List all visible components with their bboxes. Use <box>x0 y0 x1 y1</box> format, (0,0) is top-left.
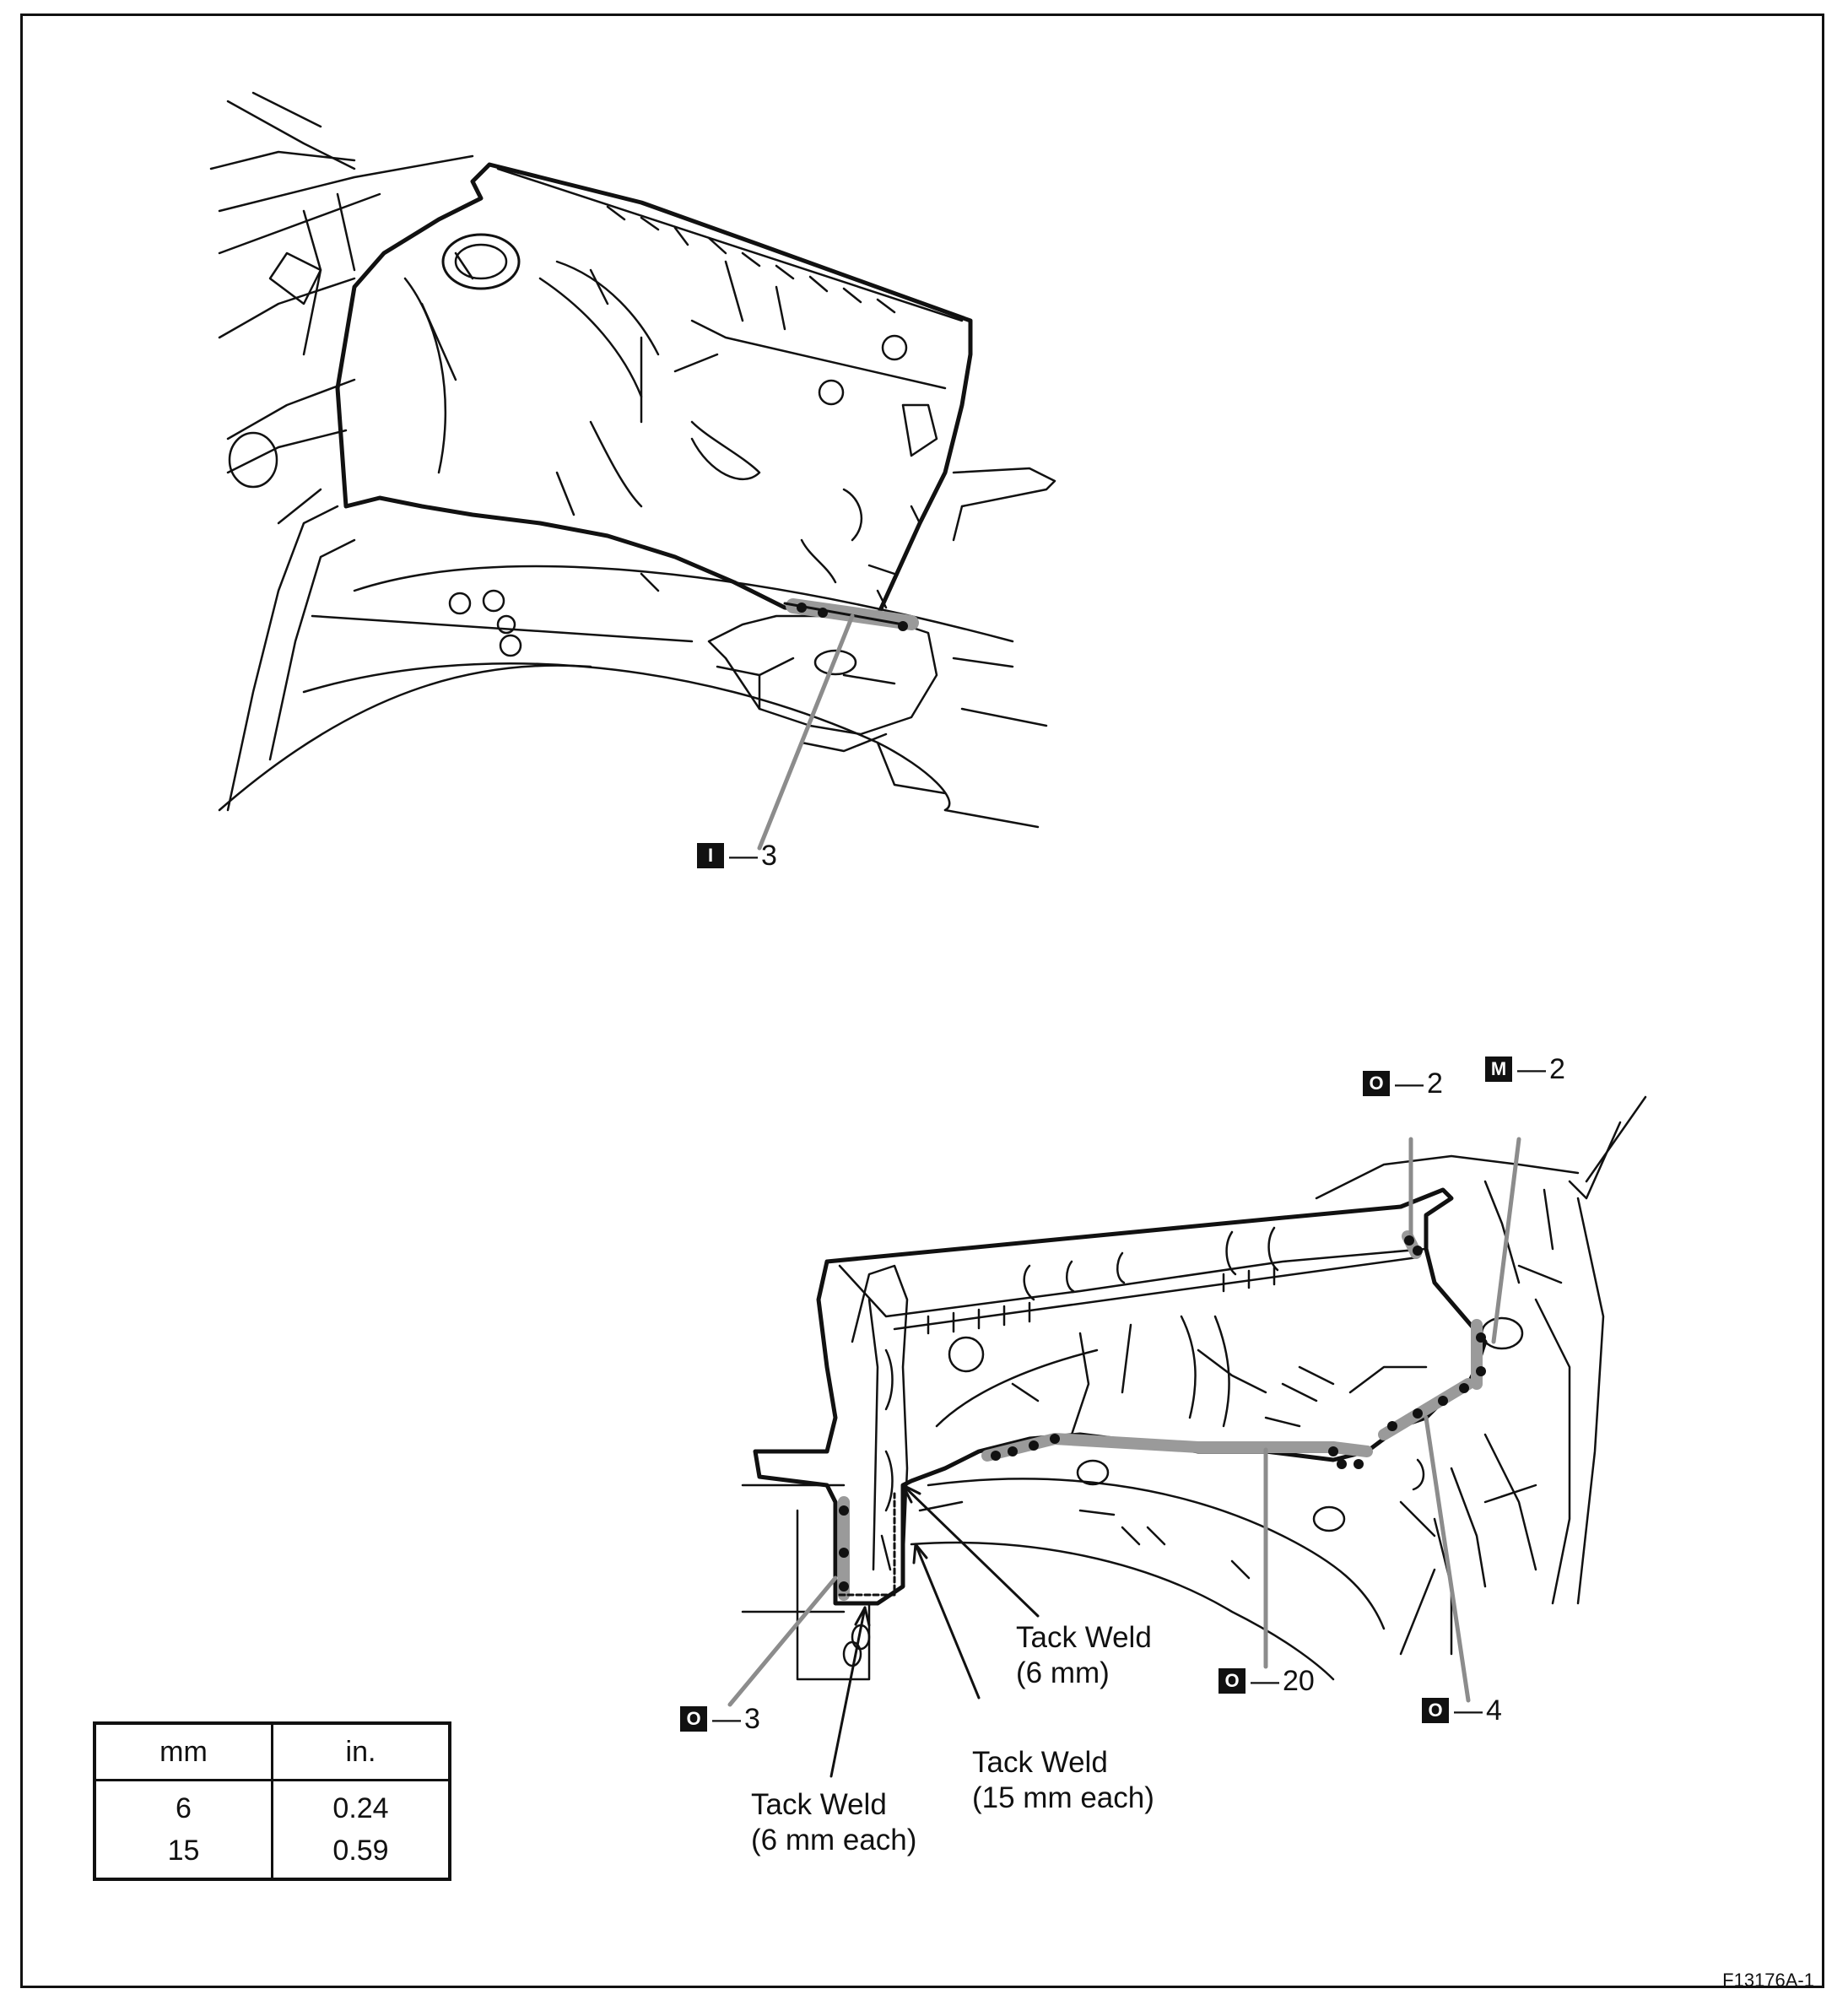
callout-dash: — <box>1517 1053 1546 1085</box>
callout-o20: O — 20 <box>1218 1667 1315 1695</box>
callout-dash: — <box>1454 1694 1483 1727</box>
table-cell-mm: 6 <box>176 1792 192 1824</box>
callout-m2: M — 2 <box>1485 1055 1565 1084</box>
table-row: 15 0.59 <box>95 1829 450 1879</box>
callout-o3: O — 3 <box>680 1705 760 1733</box>
callout-count: 20 <box>1283 1665 1315 1697</box>
note-tack-weld-6mm-each: Tack Weld (6 mm each) <box>751 1788 917 1856</box>
table-header-row: mm in. <box>95 1723 450 1781</box>
weld-symbol-badge: O <box>1422 1698 1449 1723</box>
callout-dash: — <box>1395 1067 1424 1100</box>
unit-conversion-table: mm in. 6 0.24 15 0.59 <box>93 1721 451 1881</box>
table-header-mm: mm <box>95 1723 273 1781</box>
callout-dash: — <box>729 840 758 872</box>
top-apron-illustration <box>209 91 1056 851</box>
callout-dash: — <box>712 1703 741 1735</box>
callout-o2: O — 2 <box>1363 1069 1443 1098</box>
weld-symbol-badge: O <box>680 1706 707 1732</box>
table-cell-in: 0.59 <box>271 1829 450 1879</box>
callout-o4: O — 4 <box>1422 1696 1502 1725</box>
weld-symbol-badge: O <box>1218 1668 1246 1694</box>
callout-count: 3 <box>744 1703 760 1735</box>
note-tack-weld-15mm-each: Tack Weld (15 mm each) <box>972 1746 1154 1814</box>
callout-dash: — <box>1251 1665 1279 1697</box>
callout-count: 4 <box>1486 1694 1502 1727</box>
table-cell-in: 0.24 <box>271 1780 450 1829</box>
bottom-apron-illustration <box>727 1095 1647 1778</box>
callout-count: 3 <box>761 840 777 872</box>
top-weld-spots <box>797 603 908 631</box>
table-cell-mm: 15 <box>167 1834 200 1867</box>
callout-count: 2 <box>1427 1067 1443 1100</box>
weld-symbol-badge: O <box>1363 1071 1390 1096</box>
weld-symbol-badge: I <box>697 843 724 868</box>
bottom-weld-spots <box>839 1235 1486 1592</box>
weld-symbol-badge: M <box>1485 1057 1512 1082</box>
table-header-in: in. <box>271 1723 450 1781</box>
callout-i3: I — 3 <box>697 841 777 870</box>
table-row: 6 0.24 <box>95 1780 450 1829</box>
figure-id: F13176A-1 <box>1722 1970 1814 1991</box>
figure-frame <box>20 14 1824 1988</box>
callout-count: 2 <box>1549 1053 1565 1085</box>
note-tack-weld-6mm: Tack Weld (6 mm) <box>1016 1621 1152 1689</box>
